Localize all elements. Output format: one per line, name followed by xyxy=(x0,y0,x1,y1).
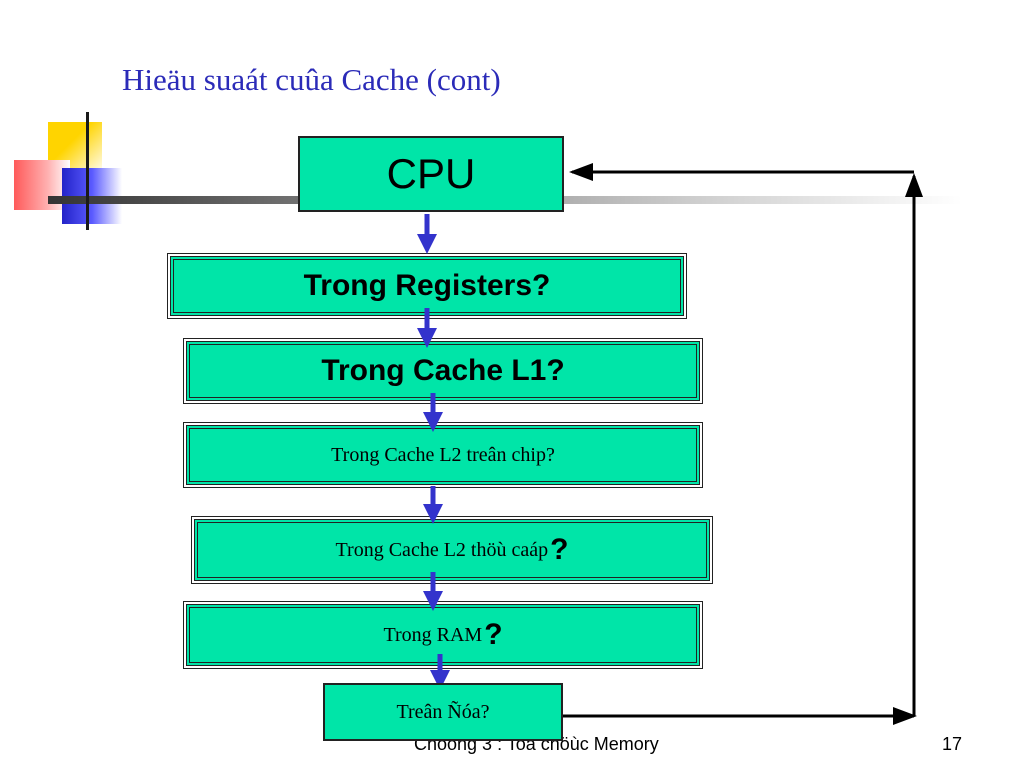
question-mark: ? xyxy=(484,618,503,651)
cache-l1-box: Trong Cache L1? xyxy=(183,338,703,404)
cache-l2-chip-box: Trong Cache L2 treân chip? xyxy=(183,422,703,488)
ram-box: Trong RAM? xyxy=(183,601,703,669)
decor-vertical-rule xyxy=(86,112,89,230)
registers-box: Trong Registers? xyxy=(167,253,687,319)
page-number: 17 xyxy=(942,734,963,754)
ram-label: Trong RAM xyxy=(383,623,483,646)
slide-title: Hieäu suaát cuûa Cache (cont) xyxy=(122,62,501,97)
disk-box: Treân Ñóa? xyxy=(323,683,563,741)
cpu-box: CPU xyxy=(298,136,564,212)
question-mark: ? xyxy=(550,533,569,566)
cache-l2-level-label: Trong Cache L2 thöù caáp xyxy=(335,538,549,561)
cache-l2-level-box: Trong Cache L2 thöù caáp? xyxy=(191,516,713,584)
